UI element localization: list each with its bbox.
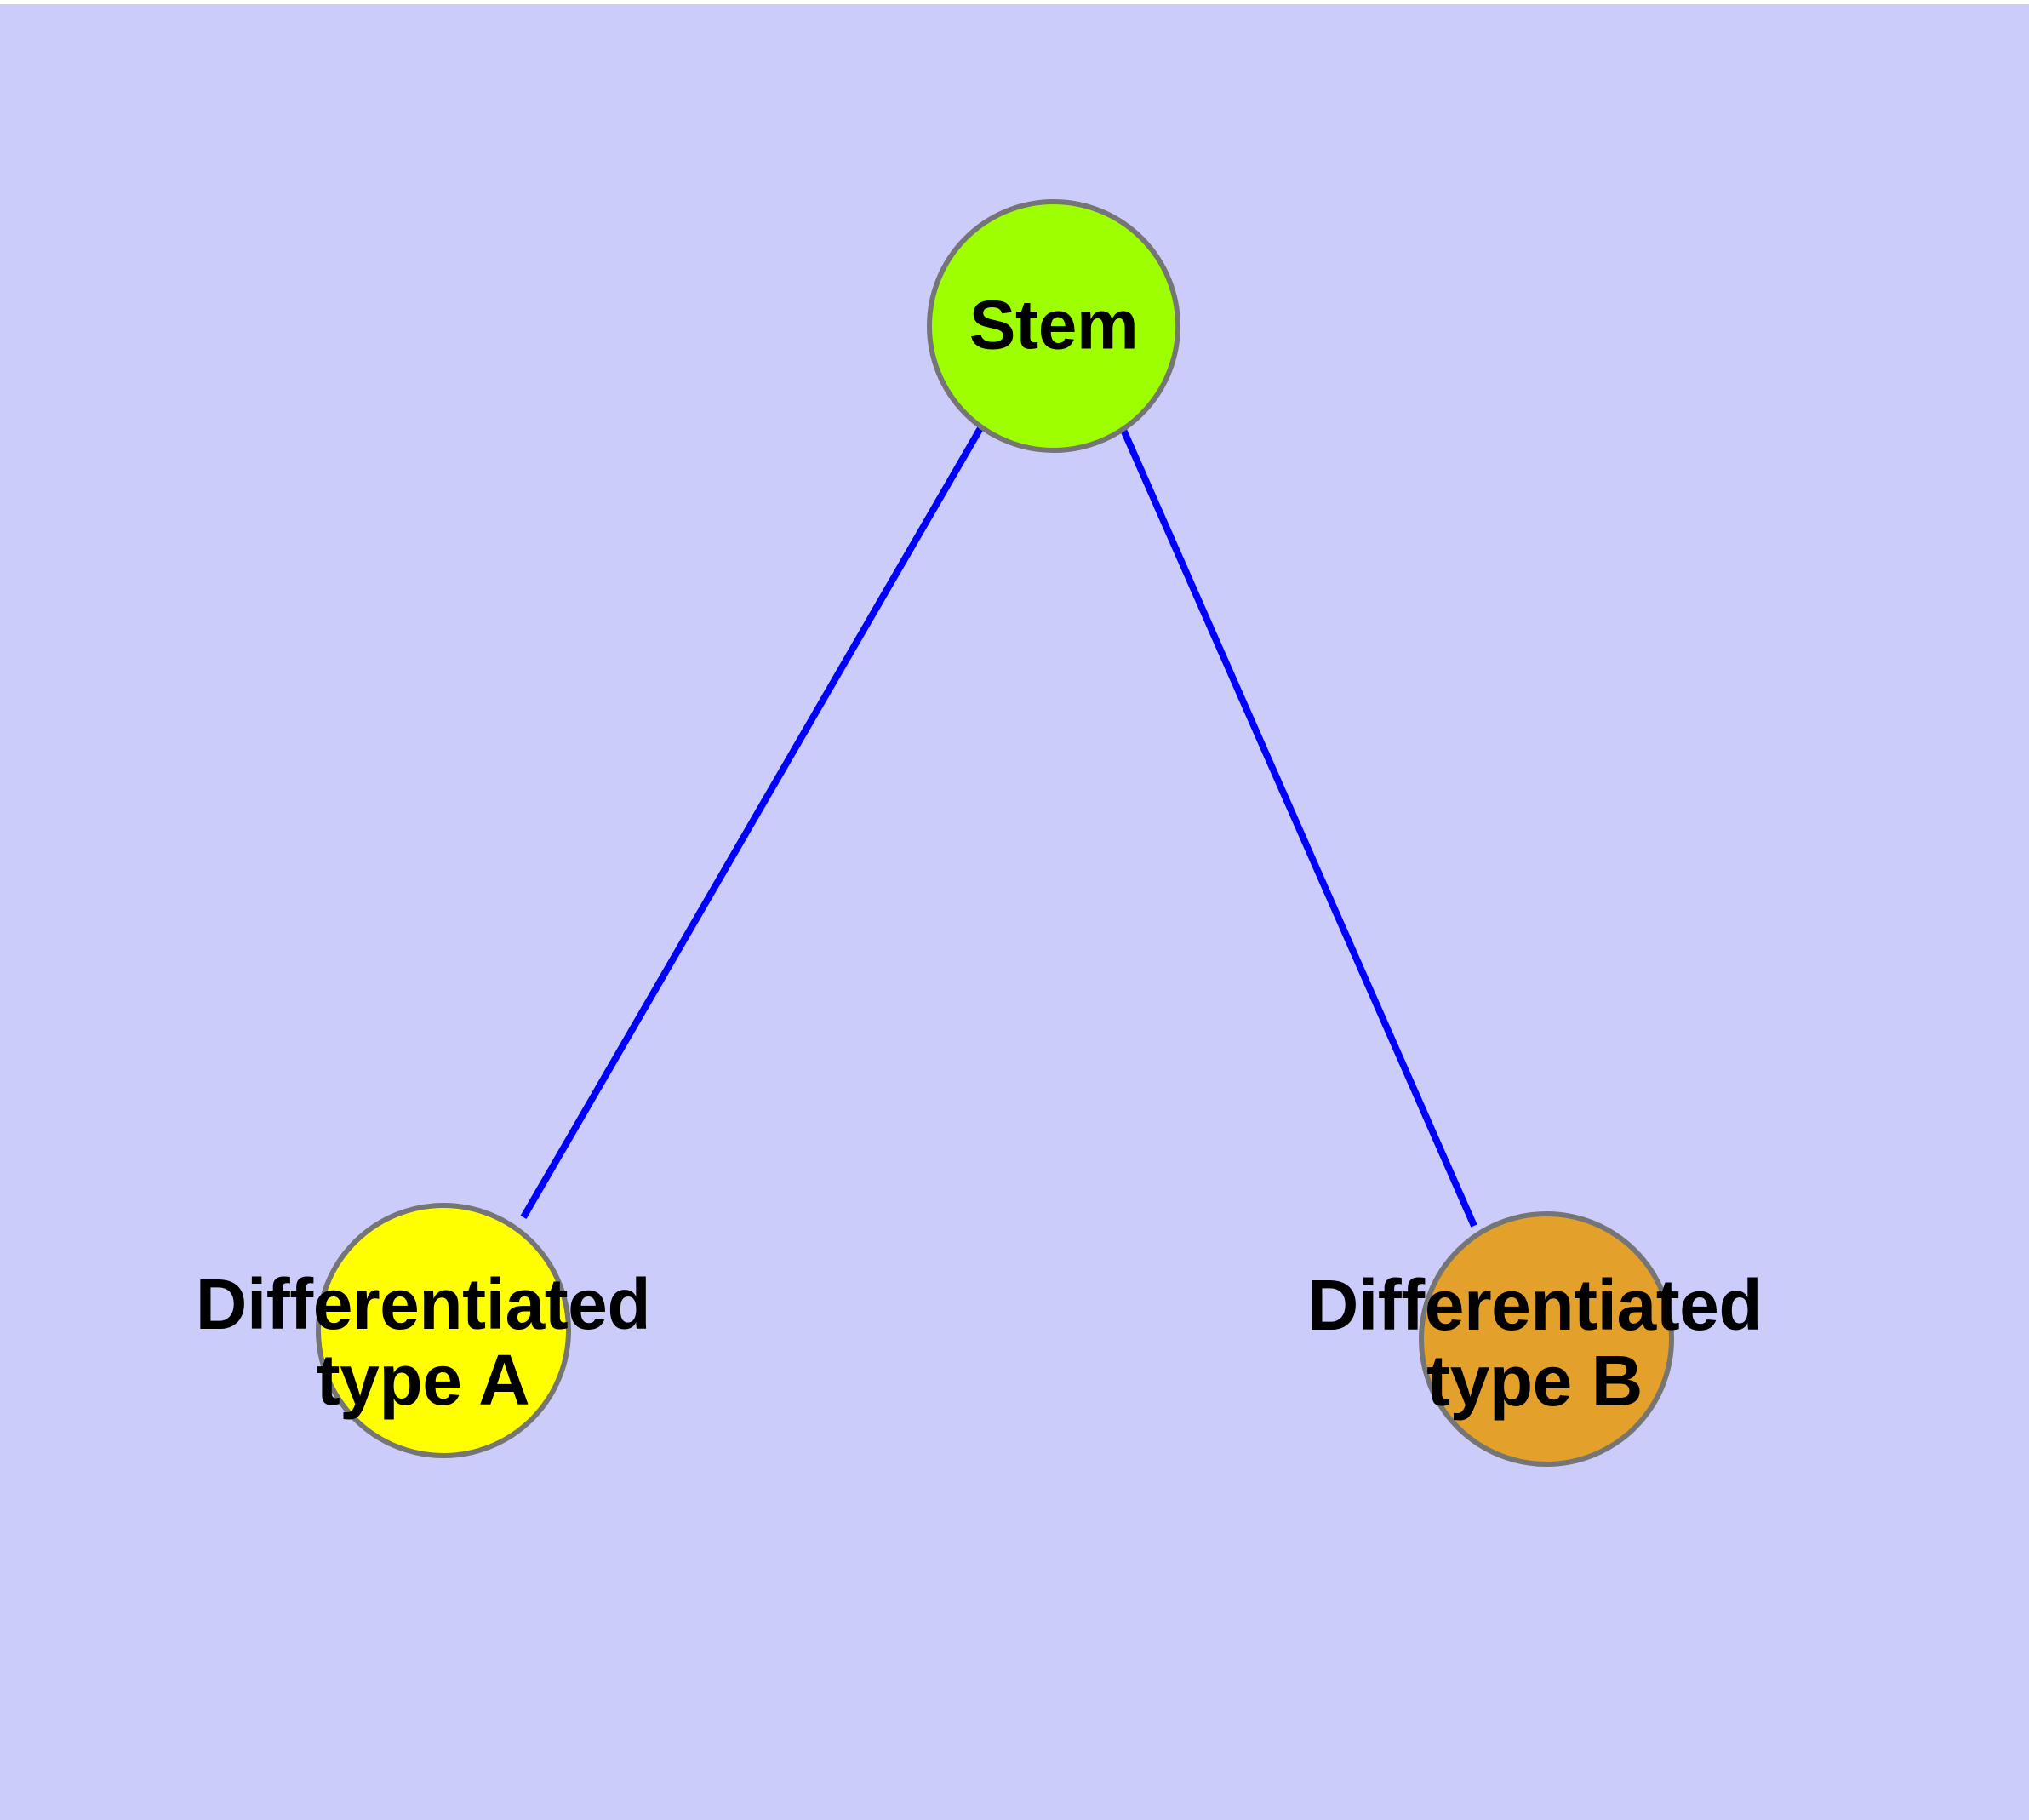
- edge-stem-to-differentiated-type-a: [520, 426, 984, 1220]
- edge-stem-to-differentiated-type-b: [1120, 428, 1477, 1228]
- node-differentiated-type-b[interactable]: [1419, 1211, 1674, 1467]
- node-stem[interactable]: [927, 199, 1180, 453]
- node-differentiated-type-a[interactable]: [316, 1203, 571, 1458]
